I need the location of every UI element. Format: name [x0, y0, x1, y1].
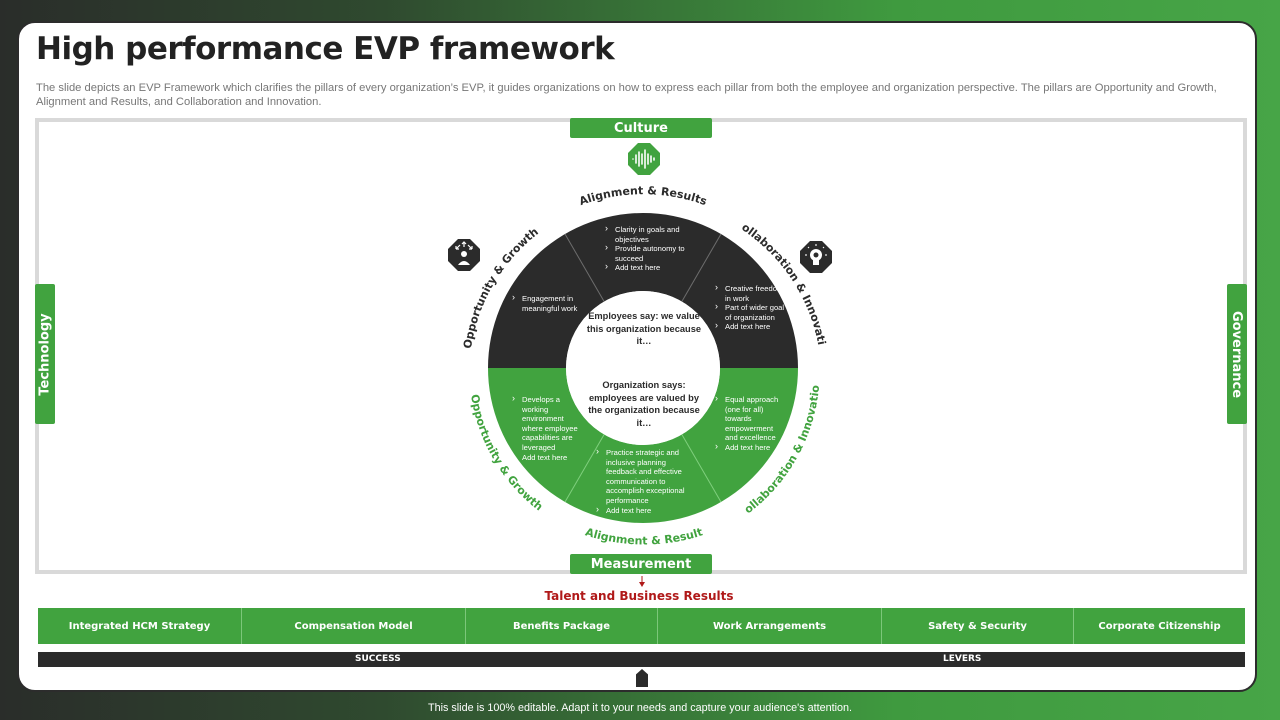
list-item: Add text here — [512, 452, 582, 463]
lever-benefits-package: Benefits Package — [466, 608, 658, 644]
success-levers-bar: SUCCESS LEVERS — [38, 652, 1245, 667]
organization-says-text: Organization says: employees are valued … — [588, 380, 700, 428]
dark-right-text: Creative freedom in work Part of wider g… — [715, 283, 789, 332]
lever-work-arrangements: Work Arrangements — [658, 608, 882, 644]
list-item: Part of wider goal of organization — [715, 302, 789, 322]
pointer-icon — [636, 669, 648, 687]
technology-label: Technology — [35, 284, 55, 424]
lever-corporate-citizenship: Corporate Citizenship — [1098, 620, 1221, 632]
list-item: Creative freedom in work — [715, 283, 789, 303]
page-title: High performance EVP framework — [36, 31, 615, 67]
employee-says-text: Employees say: we value this organizatio… — [586, 311, 702, 346]
list-item: Equal approach (one for all) towards emp… — [715, 394, 785, 443]
lever-hcm-strategy: Integrated HCM Strategy — [38, 608, 242, 644]
list-item: Add text here — [715, 321, 789, 332]
culture-label: Culture — [570, 118, 712, 138]
lever-compensation-model: Compensation Model — [242, 608, 466, 644]
list-item: Add text here — [715, 442, 785, 453]
green-left-text: Develops a working environment where emp… — [512, 394, 582, 463]
slide: High performance EVP framework The slide… — [17, 21, 1257, 692]
svg-text:Alignment & Result: Alignment & Result — [584, 525, 704, 547]
dark-top-text: Clarity in goals and objectives Provide … — [605, 224, 693, 273]
growth-person-icon — [448, 239, 480, 271]
footer-note: This slide is 100% editable. Adapt it to… — [427, 702, 852, 714]
list-item: Provide autonomy to succeed — [605, 243, 693, 263]
svg-text:Alignment & Results: Alignment & Results — [577, 184, 709, 208]
green-bottom-text: Practice strategic and inclusive plannin… — [596, 447, 696, 516]
list-item: Add text here — [605, 262, 693, 273]
dark-left-text: Engagement in meaningful work — [512, 293, 584, 313]
label-alignment-results: Alignment & Results — [577, 184, 709, 208]
success-label: SUCCESS — [355, 654, 401, 664]
list-item: Practice strategic and inclusive plannin… — [596, 447, 696, 506]
idea-bulb-icon — [800, 241, 832, 273]
governance-label: Governance — [1227, 284, 1247, 424]
talent-results-label: Talent and Business Results — [544, 589, 734, 603]
list-item: Clarity in goals and objectives — [605, 224, 693, 244]
green-right-text: Equal approach (one for all) towards emp… — [715, 394, 785, 453]
down-arrow-icon — [639, 576, 645, 587]
list-item: Engagement in meaningful work — [512, 293, 584, 313]
slide-description: The slide depicts an EVP Framework which… — [36, 82, 1217, 108]
lever-safety-security: Safety & Security — [882, 608, 1074, 644]
levers-label: LEVERS — [943, 654, 982, 664]
levers-bar: Integrated HCM Strategy Compensation Mod… — [38, 608, 1245, 644]
measurement-label: Measurement — [570, 554, 712, 574]
list-item: Add text here — [596, 505, 696, 516]
list-item: Develops a working environment where emp… — [512, 394, 582, 453]
waveform-icon — [628, 143, 660, 175]
label-alignment-result-green: Alignment & Result — [584, 525, 704, 547]
